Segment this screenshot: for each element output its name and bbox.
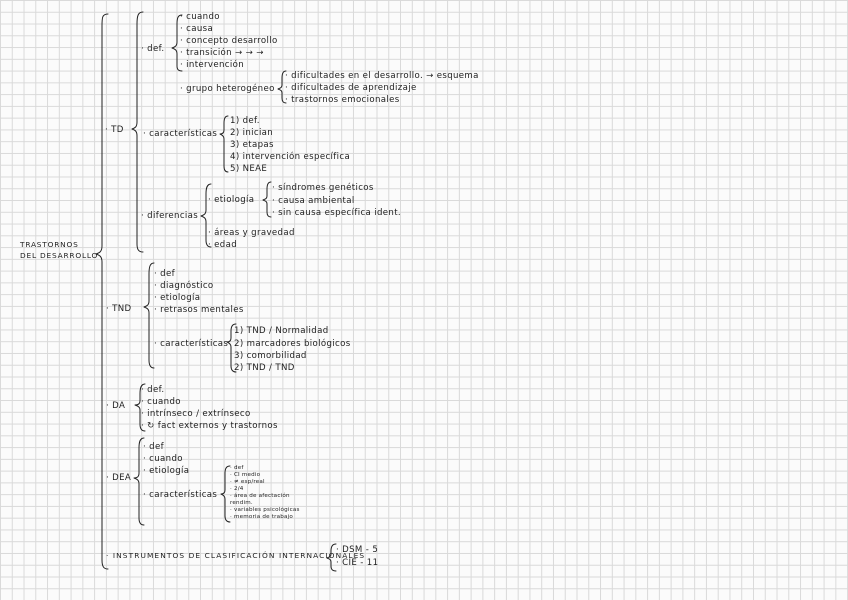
- da-item: · intrínseco / extrínseco: [141, 409, 251, 419]
- dea-item: · def: [143, 442, 164, 452]
- td-etio-label: · etiología: [208, 195, 255, 205]
- td-areas: · áreas y gravedad: [208, 228, 295, 238]
- tnd-item: · retrasos mentales: [154, 305, 244, 315]
- td-car-brace: [219, 115, 229, 173]
- root-title-line2: DEL DESARROLLO: [20, 251, 99, 260]
- dea-car-brace: [220, 465, 231, 523]
- td-etio-item: · síndromes genéticos: [272, 183, 374, 193]
- da-brace: [134, 383, 146, 432]
- dea-car-item: · área de afectación: [230, 493, 290, 499]
- dea-car-item: · variables psicológicas: [230, 507, 300, 513]
- td-car-item: 4) intervención específica: [230, 152, 351, 162]
- dea-car-item: rendim.: [230, 500, 253, 506]
- da-label: · DA: [106, 401, 126, 411]
- td-dif-label: · diferencias: [141, 211, 199, 221]
- instr-item: · CIE - 11: [336, 558, 379, 568]
- dea-brace: [133, 437, 145, 526]
- tnd-item: · diagnóstico: [154, 281, 214, 291]
- tnd-brace: [143, 262, 155, 369]
- da-item: · cuando: [141, 397, 181, 407]
- td-grupo-label: · grupo heterogéneo: [180, 84, 275, 94]
- root-title-line1: TRASTORNOS: [20, 240, 79, 249]
- td-edad: · edad: [208, 240, 238, 250]
- td-etio-brace: [262, 181, 272, 218]
- instr-label: · INSTRUMENTOS DE CLASIFICACIÓN INTERNAC…: [106, 551, 366, 560]
- tnd-car-label: · características: [154, 339, 229, 349]
- td-car-item: 3) etapas: [230, 140, 274, 150]
- dea-car-item: · memoria de trabajo: [230, 514, 294, 520]
- td-def-item: · concepto desarrollo: [180, 36, 278, 46]
- dea-item: · cuando: [143, 454, 183, 464]
- td-def-label: · def.: [141, 44, 165, 54]
- td-grupo-item: · trastornos emocionales: [285, 95, 400, 105]
- td-def-item: · causa: [180, 24, 214, 34]
- dea-car-item: · def: [230, 465, 244, 471]
- dea-label: · DEA: [106, 473, 132, 483]
- dea-car-item: · CI medio: [230, 472, 261, 478]
- td-etio-item: · causa ambiental: [272, 196, 355, 206]
- instr-brace: [326, 543, 337, 572]
- dea-car-item: · ≠ esp/real: [230, 479, 265, 485]
- da-item: · ↻ fact externos y trastornos: [141, 421, 278, 431]
- td-brace: [131, 11, 144, 253]
- tnd-car-item: 2) TND / TND: [234, 363, 295, 373]
- td-label: · TD: [105, 125, 124, 135]
- td-car-label: · características: [143, 129, 218, 139]
- dea-car-label: · características: [143, 490, 218, 500]
- dea-car-item: · 2/4: [230, 486, 244, 492]
- td-grupo-brace: [277, 70, 287, 104]
- td-car-item: 2) inician: [230, 128, 274, 138]
- td-def-brace: [171, 14, 183, 72]
- td-def-item: · cuando: [180, 12, 220, 22]
- td-grupo-item: · dificultades de aprendizaje: [285, 83, 417, 93]
- td-def-item: · intervención: [180, 60, 245, 70]
- root-brace: [95, 13, 109, 570]
- td-dif-brace: [200, 183, 212, 248]
- tnd-car-item: 2) marcadores biológicos: [234, 339, 351, 349]
- instr-item: · DSM - 5: [336, 545, 379, 555]
- tnd-car-item: 3) comorbilidad: [234, 351, 307, 361]
- dea-item: · etiología: [143, 466, 190, 476]
- tnd-item: · etiología: [154, 293, 201, 303]
- td-grupo-item: · dificultades en el desarrollo. → esque…: [285, 71, 479, 81]
- td-car-item: 1) def.: [230, 116, 260, 126]
- tnd-car-item: 1) TND / Normalidad: [234, 326, 329, 336]
- td-car-item: 5) NEAE: [230, 164, 268, 174]
- td-def-item: · transición → → →: [180, 48, 264, 58]
- da-item: · def.: [141, 385, 165, 395]
- tnd-car-brace: [226, 323, 237, 373]
- tnd-item: · def: [154, 269, 175, 279]
- td-etio-item: · sin causa específica ident.: [272, 208, 402, 218]
- tnd-label: · TND: [106, 304, 132, 314]
